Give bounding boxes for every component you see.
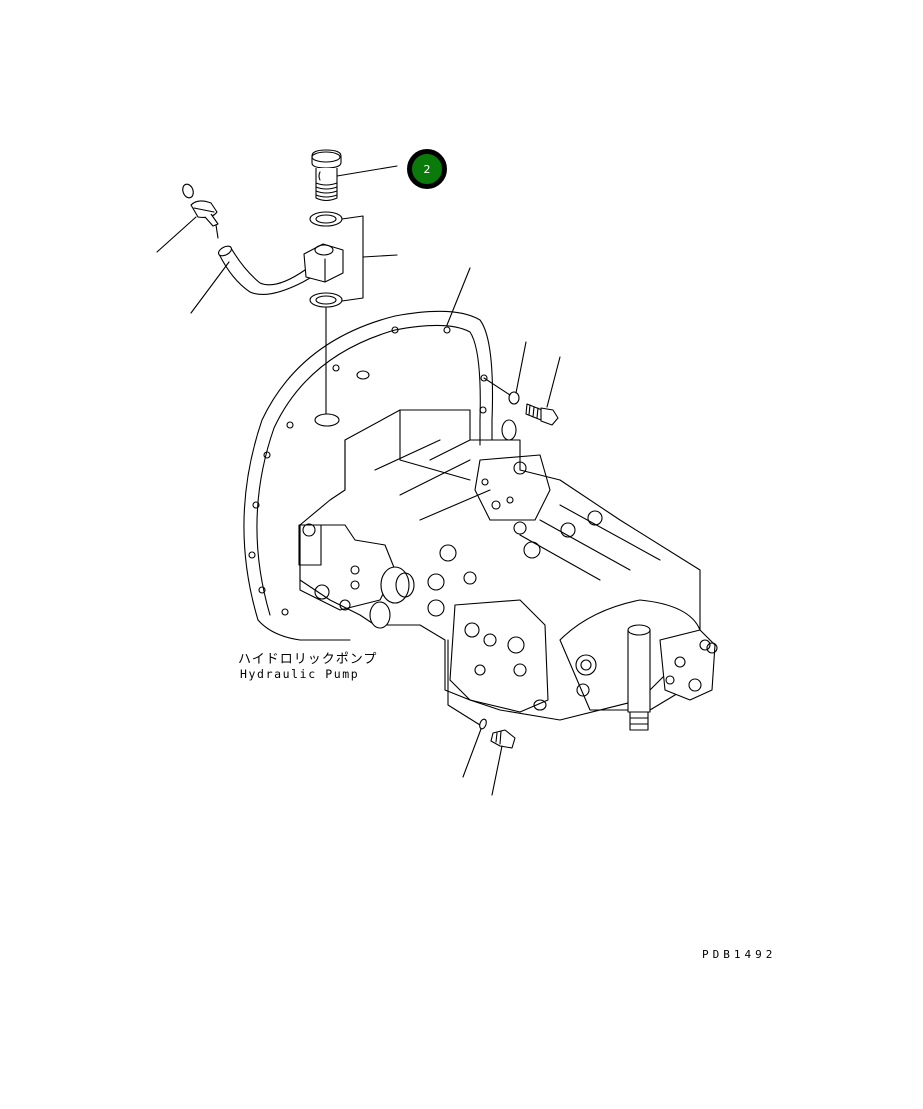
washer-part [483, 341, 527, 405]
hex-bolt-part [525, 356, 561, 426]
lower-gasket-part [309, 292, 343, 416]
flywheel-housing-part [243, 267, 494, 641]
upper-gasket-part [309, 211, 398, 302]
assembly-label-english: Hydraulic Pump [240, 667, 360, 681]
assembly-label-japanese: ハイドロリックポンプ [238, 652, 378, 667]
o-ring-part [462, 718, 487, 778]
callout-marker-2[interactable]: 2 [407, 149, 447, 189]
hydraulic-pump-body [298, 409, 718, 731]
banjo-bolt-part [311, 149, 398, 202]
pressure-sensor-part [156, 183, 219, 253]
plug-part [490, 729, 516, 796]
banjo-fitting-tube-part [190, 243, 344, 314]
drawing-code: PDB1492 [702, 948, 777, 961]
